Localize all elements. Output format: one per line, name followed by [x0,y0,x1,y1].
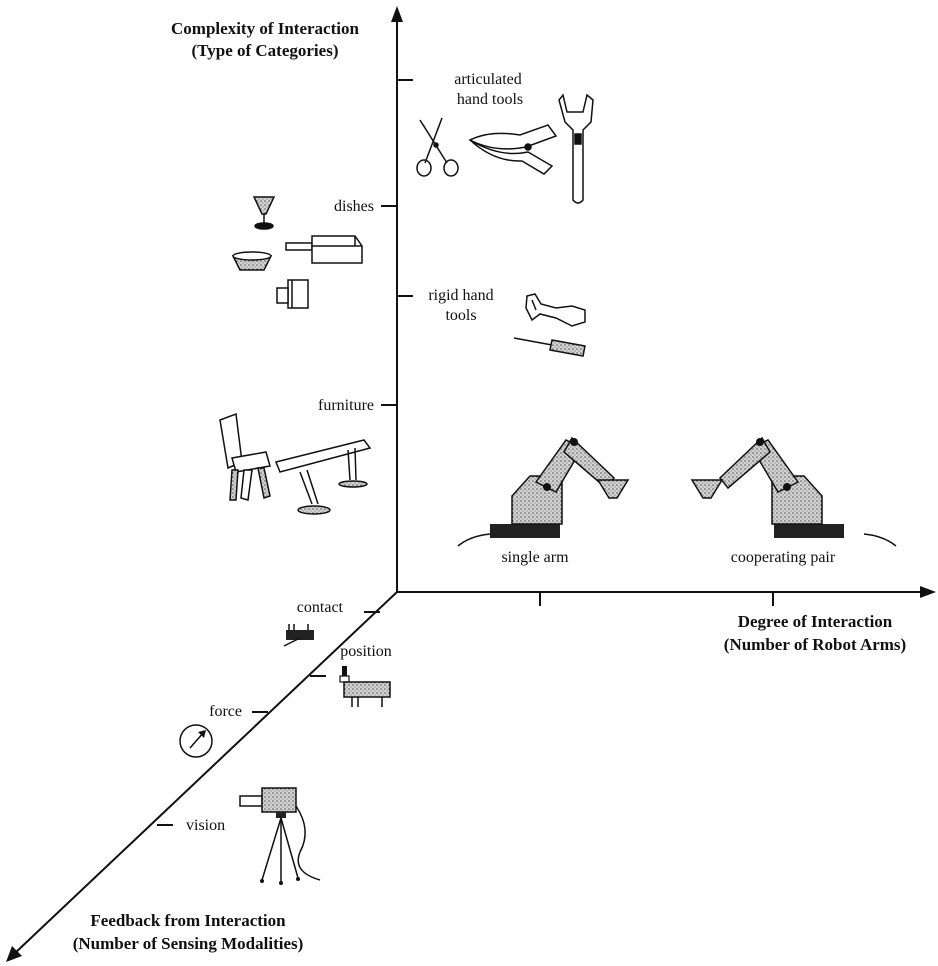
vertical-axis-title-line2: (Type of Categories) [192,41,339,60]
pliers-icon [468,124,558,175]
label-position: position [340,643,392,660]
label-single-arm: single arm [501,549,569,566]
horizontal-axis-title-line2: (Number of Robot Arms) [724,635,906,654]
goblet-icon [252,196,276,230]
screwdriver-icon [513,337,586,357]
label-articulated-line1: articulated [454,71,522,88]
label-articulated-line2: hand tools [457,91,523,108]
bowl-icon [231,251,273,271]
label-rigid-line1: rigid hand [428,287,493,304]
chair-icon [219,412,271,501]
open-end-wrench-icon [525,293,586,327]
label-contact: contact [297,599,344,616]
contact-sensor-icon [283,624,314,647]
diagonal-axis [6,591,398,962]
label-rigid-line2: tools [445,307,476,324]
label-force: force [209,703,242,720]
diagonal-axis-title-line2: (Number of Sensing Modalities) [73,934,304,953]
scissors-icon [416,117,459,177]
mug-icon [276,279,309,309]
position-sensor-icon [339,666,391,707]
table-icon [274,439,372,515]
horizontal-axis-title-line1: Degree of Interaction [738,612,893,631]
camera-tripod-icon [239,787,321,885]
robot-arm-pair-icon [690,436,897,547]
force-gauge-icon [179,724,213,758]
label-cooperating-pair: cooperating pair [731,549,836,566]
label-furniture: furniture [318,397,374,414]
vertical-axis [391,6,403,592]
adjustable-wrench-icon [558,93,594,204]
label-dishes: dishes [334,198,374,215]
vertical-axis-title-line1: Complexity of Interaction [171,19,359,38]
diagonal-axis-title-line1: Feedback from Interaction [90,911,286,930]
label-vision: vision [186,817,225,834]
robot-arm-single-icon [457,436,630,547]
horizontal-axis [397,586,936,598]
pan-icon [285,235,363,264]
